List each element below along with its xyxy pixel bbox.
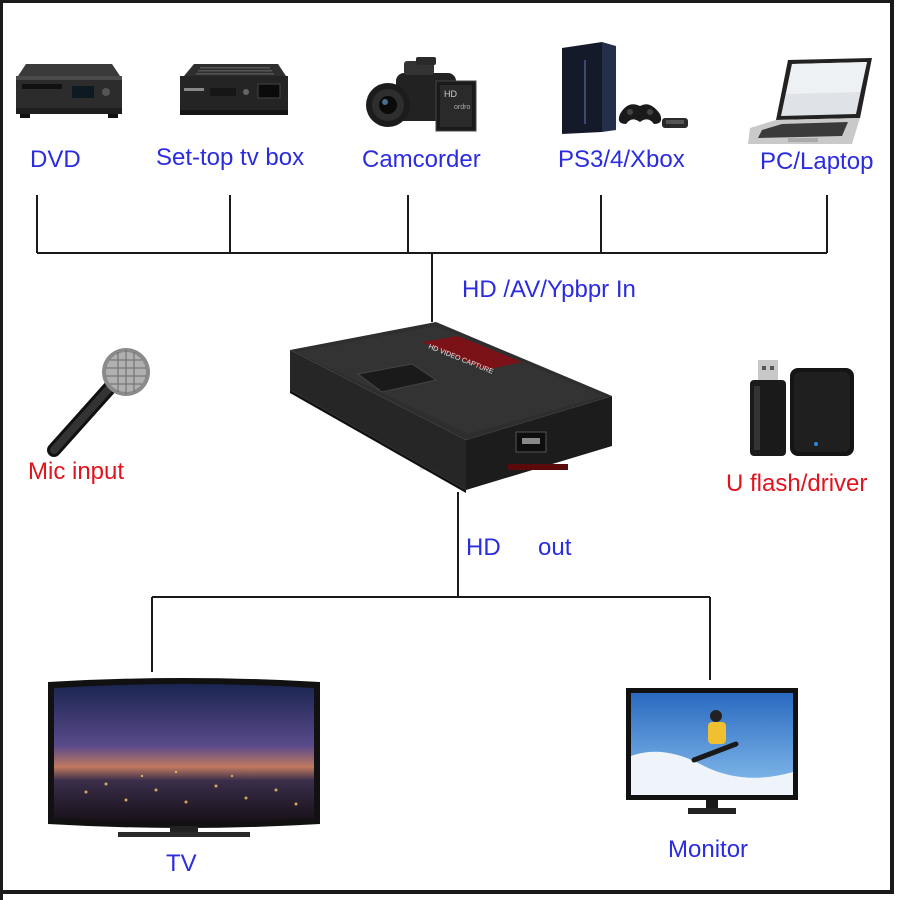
camcorder-icon: HD ordro [366,57,477,132]
svg-text:HD: HD [444,89,457,99]
output-label-tv: TV [166,850,197,877]
image-frame-left [0,0,3,900]
side-label-usb: U flash/driver [726,470,868,497]
output-label-monitor: Monitor [668,836,749,863]
dvd-player-icon [16,64,122,118]
monitor-icon [626,688,798,814]
input-label-camcorder: Camcorder [362,146,481,173]
tv-icon [48,678,320,837]
input-label-dvd: DVD [30,146,81,173]
usb-storage-icon [750,360,854,456]
laptop-icon [748,58,872,144]
output-bus-label-out: out [538,534,572,561]
set-top-box-icon [180,64,288,115]
game-console-icon [562,42,688,134]
input-bus-label: HD /AV/Ypbpr In [462,276,636,303]
input-label-laptop: PC/Laptop [760,148,874,175]
input-label-settop: Set-top tv box [156,144,305,171]
output-bus-label-hd: HD [466,534,501,561]
side-label-mic: Mic input [28,458,125,485]
hd-capture-box-icon: HD VIDEO CAPTURE [290,322,612,493]
input-label-console: PS3/4/Xbox [558,146,685,173]
svg-text:ordro: ordro [454,104,470,111]
microphone-icon [47,348,150,457]
